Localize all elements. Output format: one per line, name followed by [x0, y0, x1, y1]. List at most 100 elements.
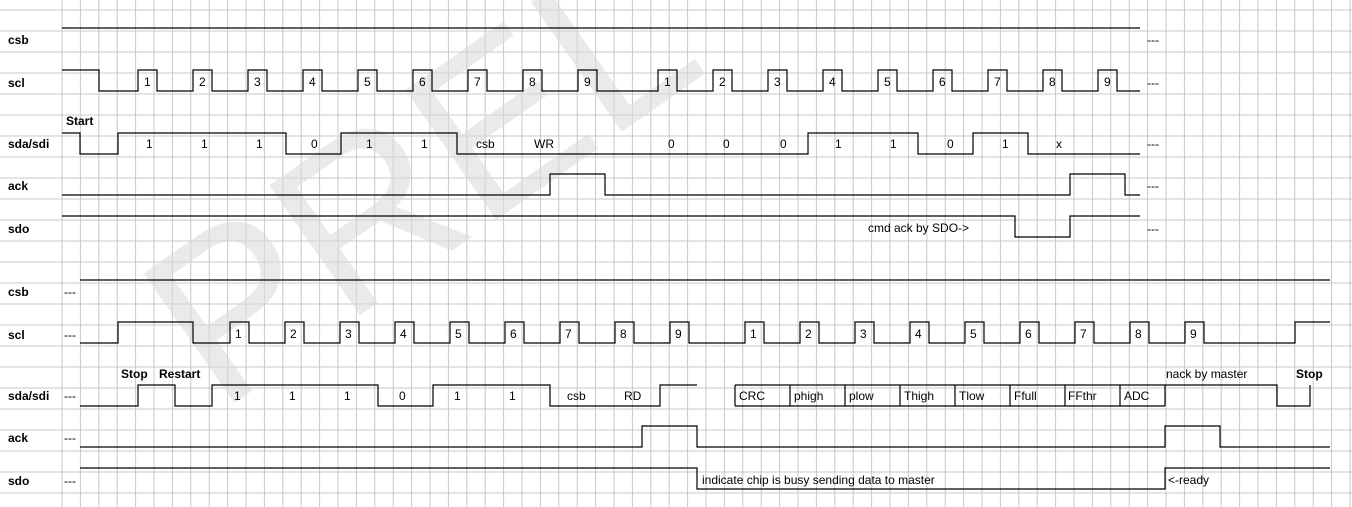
top-sda-bit: 1: [890, 137, 897, 151]
top-sda-bit: WR: [534, 137, 554, 151]
bottom-sda-bit: Thigh: [904, 389, 934, 403]
start-label: Start: [66, 114, 93, 128]
bottom-sda-bit: RD: [624, 389, 642, 403]
bottom-sda-bit: CRC: [739, 389, 765, 403]
top-scl-wave: [62, 69, 1140, 92]
bottom-scl-clock-number: 1: [750, 327, 757, 341]
top-sda-bit: 1: [421, 137, 428, 151]
top-signal-scl: scl: [8, 76, 25, 90]
top-signal-sda: sda/sdi: [8, 137, 49, 151]
end-stop-label: Stop: [1296, 367, 1323, 381]
top-scl-clock-number: 4: [829, 75, 836, 89]
top-sdo-continuation: ---: [1147, 222, 1159, 236]
top-scl-clock-number: 1: [144, 75, 151, 89]
top-csb-continuation: ---: [1147, 33, 1159, 47]
top-scl-clock-number: 9: [1104, 75, 1111, 89]
bottom-ack-start: ---: [64, 431, 76, 445]
bottom-sda-bit: FFthr: [1068, 389, 1097, 403]
bottom-sda-bit: ADC: [1124, 389, 1150, 403]
top-scl-clock-number: 3: [774, 75, 781, 89]
bottom-scl-clock-number: 4: [915, 327, 922, 341]
bottom-signal-sdo: sdo: [8, 474, 29, 488]
top-signal-csb: csb: [8, 33, 29, 47]
top-signal-ack: ack: [8, 179, 28, 193]
bottom-scl-clock-number: 2: [290, 327, 297, 341]
top-scl-clock-number: 2: [719, 75, 726, 89]
bottom-scl-clock-number: 8: [1135, 327, 1142, 341]
top-sda-bit: 0: [780, 137, 787, 151]
bottom-scl-clock-number: 1: [235, 327, 242, 341]
top-sda-wave: [62, 132, 1140, 155]
top-signal-sdo: sdo: [8, 222, 29, 236]
top-scl-clock-number: 1: [664, 75, 671, 89]
bottom-scl-wave: [80, 321, 1330, 344]
bottom-sda-bit: Tlow: [959, 389, 985, 403]
top-ack-continuation: ---: [1147, 179, 1159, 193]
top-sdo-note: cmd ack by SDO->: [868, 221, 969, 235]
bottom-sda-bit: 1: [509, 389, 516, 403]
top-sda-bit: csb: [476, 137, 495, 151]
top-scl-clock-number: 8: [529, 75, 536, 89]
bottom-scl-clock-number: 6: [1025, 327, 1032, 341]
bottom-scl-clock-number: 9: [675, 327, 682, 341]
bottom-sda-bit: 1: [344, 389, 351, 403]
top-sda-bit: 1: [146, 137, 153, 151]
bottom-sdo-note: indicate chip is busy sending data to ma…: [702, 473, 935, 487]
ready-note: <-ready: [1168, 473, 1209, 487]
bottom-sda-bit: plow: [849, 389, 874, 403]
bottom-scl-clock-number: 9: [1190, 327, 1197, 341]
bottom-csb-start: ---: [64, 285, 76, 299]
top-sda-continuation: ---: [1147, 137, 1159, 151]
bottom-scl-clock-number: 7: [1080, 327, 1087, 341]
bottom-sdo-start: ---: [64, 474, 76, 488]
top-sda-bit: 0: [723, 137, 730, 151]
restart-label: Restart: [159, 367, 200, 381]
top-sda-bit: 1: [1002, 137, 1009, 151]
bottom-ack-wave: [80, 425, 1330, 448]
top-scl-clock-number: 4: [309, 75, 316, 89]
bottom-signal-scl: scl: [8, 328, 25, 342]
bottom-scl-clock-number: 3: [860, 327, 867, 341]
top-sdo-wave: [62, 215, 1140, 238]
bottom-sdo-wave: [80, 467, 1330, 490]
top-scl-clock-number: 7: [474, 75, 481, 89]
bottom-scl-clock-number: 8: [620, 327, 627, 341]
bottom-signal-ack: ack: [8, 431, 28, 445]
watermark: PREL: [100, 0, 740, 454]
top-sda-bit: 0: [311, 137, 318, 151]
top-scl-clock-number: 2: [199, 75, 206, 89]
bottom-sda-bit: 1: [289, 389, 296, 403]
top-ack-wave: [62, 173, 1140, 196]
bit-labels: 1 2 3 4 5 6 7 8 9 1 2 3 4 5 6 7 8 9 1 1 1 0 1 1 csb WR 0 0 0 1 1 0 1 x 1 2 3…: [144, 75, 1197, 403]
bottom-sda-bit: csb: [567, 389, 586, 403]
bottom-sda-bit: 1: [234, 389, 241, 403]
bottom-sda-bit: 0: [399, 389, 406, 403]
bottom-sda-start: ---: [64, 389, 76, 403]
top-scl-continuation: ---: [1147, 76, 1159, 90]
bottom-scl-clock-number: 4: [400, 327, 407, 341]
top-sda-bit: x: [1056, 137, 1062, 151]
bottom-scl-clock-number: 5: [455, 327, 462, 341]
stop-label: Stop: [121, 367, 148, 381]
bottom-scl-clock-number: 3: [345, 327, 352, 341]
bottom-scl-start: ---: [64, 328, 76, 342]
top-scl-clock-number: 7: [994, 75, 1001, 89]
bottom-signal-csb: csb: [8, 285, 29, 299]
top-scl-clock-number: 6: [939, 75, 946, 89]
top-sda-bit: 1: [201, 137, 208, 151]
bottom-sda-bit: 1: [454, 389, 461, 403]
bottom-scl-clock-number: 7: [565, 327, 572, 341]
top-sda-bit: 0: [668, 137, 675, 151]
bottom-sda-bit: Ffull: [1014, 389, 1037, 403]
bottom-scl-clock-number: 5: [970, 327, 977, 341]
top-scl-clock-number: 3: [254, 75, 261, 89]
bottom-sda-wave: [80, 384, 697, 407]
waveforms: [62, 27, 1330, 490]
top-sda-bit: 0: [947, 137, 954, 151]
bottom-scl-clock-number: 2: [805, 327, 812, 341]
top-scl-clock-number: 5: [884, 75, 891, 89]
top-scl-clock-number: 6: [419, 75, 426, 89]
top-sda-bit: 1: [256, 137, 263, 151]
